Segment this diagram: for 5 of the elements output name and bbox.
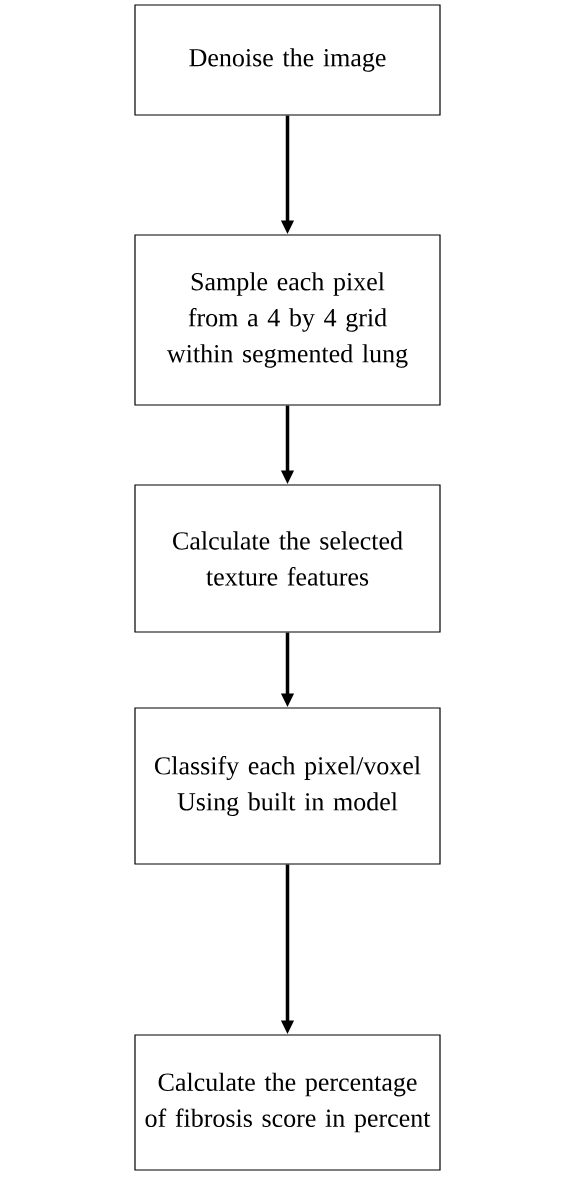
process-box: Calculate the selected texture features (134, 484, 441, 633)
process-box: Denoise the image (134, 4, 441, 116)
process-box: Calculate the percentage of fibrosis score in percent (134, 1034, 441, 1171)
process-box: Sample each pixel from a 4 by 4 grid within segmented lung (134, 234, 441, 406)
process-box: Classify each pixel/voxel Using built in model (134, 707, 441, 865)
